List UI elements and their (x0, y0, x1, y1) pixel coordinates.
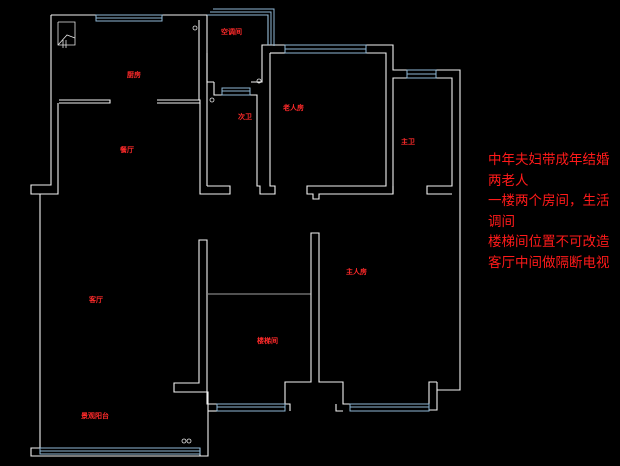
drain-symbol (192, 25, 198, 31)
note-line: 调间 (488, 213, 515, 230)
windows (39, 8, 437, 455)
room-labels: 厨房 空调间 老人房 次卫 餐厅 主卫 客厅 主人房 楼梯间 景观阳台 (80, 27, 415, 420)
note-line: 客厅中间做隔断电视 (488, 254, 610, 271)
fixtures (57, 21, 262, 444)
drain-symbol (256, 78, 262, 84)
note-line: 两老人 (488, 172, 529, 189)
label-living: 客厅 (88, 295, 103, 304)
label-stairwell: 楼梯间 (257, 336, 278, 345)
label-master-room: 主人房 (346, 267, 367, 276)
label-master-bath: 主卫 (401, 137, 415, 146)
drain-symbol (186, 438, 192, 444)
label-ac-room: 空调间 (221, 27, 242, 36)
drain-symbol (209, 97, 215, 103)
label-kitchen: 厨房 (127, 70, 141, 79)
annotation-notes: 中年夫妇带成年结婚 两老人 一楼两个房间，生活 调间 楼梯间位置不可改造 客厅中… (488, 150, 620, 273)
label-second-bath: 次卫 (238, 112, 252, 121)
note-line: 一楼两个房间，生活 (488, 193, 610, 209)
label-balcony: 景观阳台 (80, 411, 109, 420)
flue-duct-symbol (57, 21, 76, 46)
note-line: 楼梯间位置不可改造 (488, 234, 610, 250)
walls (30, 14, 461, 457)
label-dining: 餐厅 (119, 145, 134, 154)
drain-symbol (181, 438, 187, 444)
note-line: 中年夫妇带成年结婚 (488, 152, 610, 168)
label-elder-room: 老人房 (282, 103, 304, 112)
